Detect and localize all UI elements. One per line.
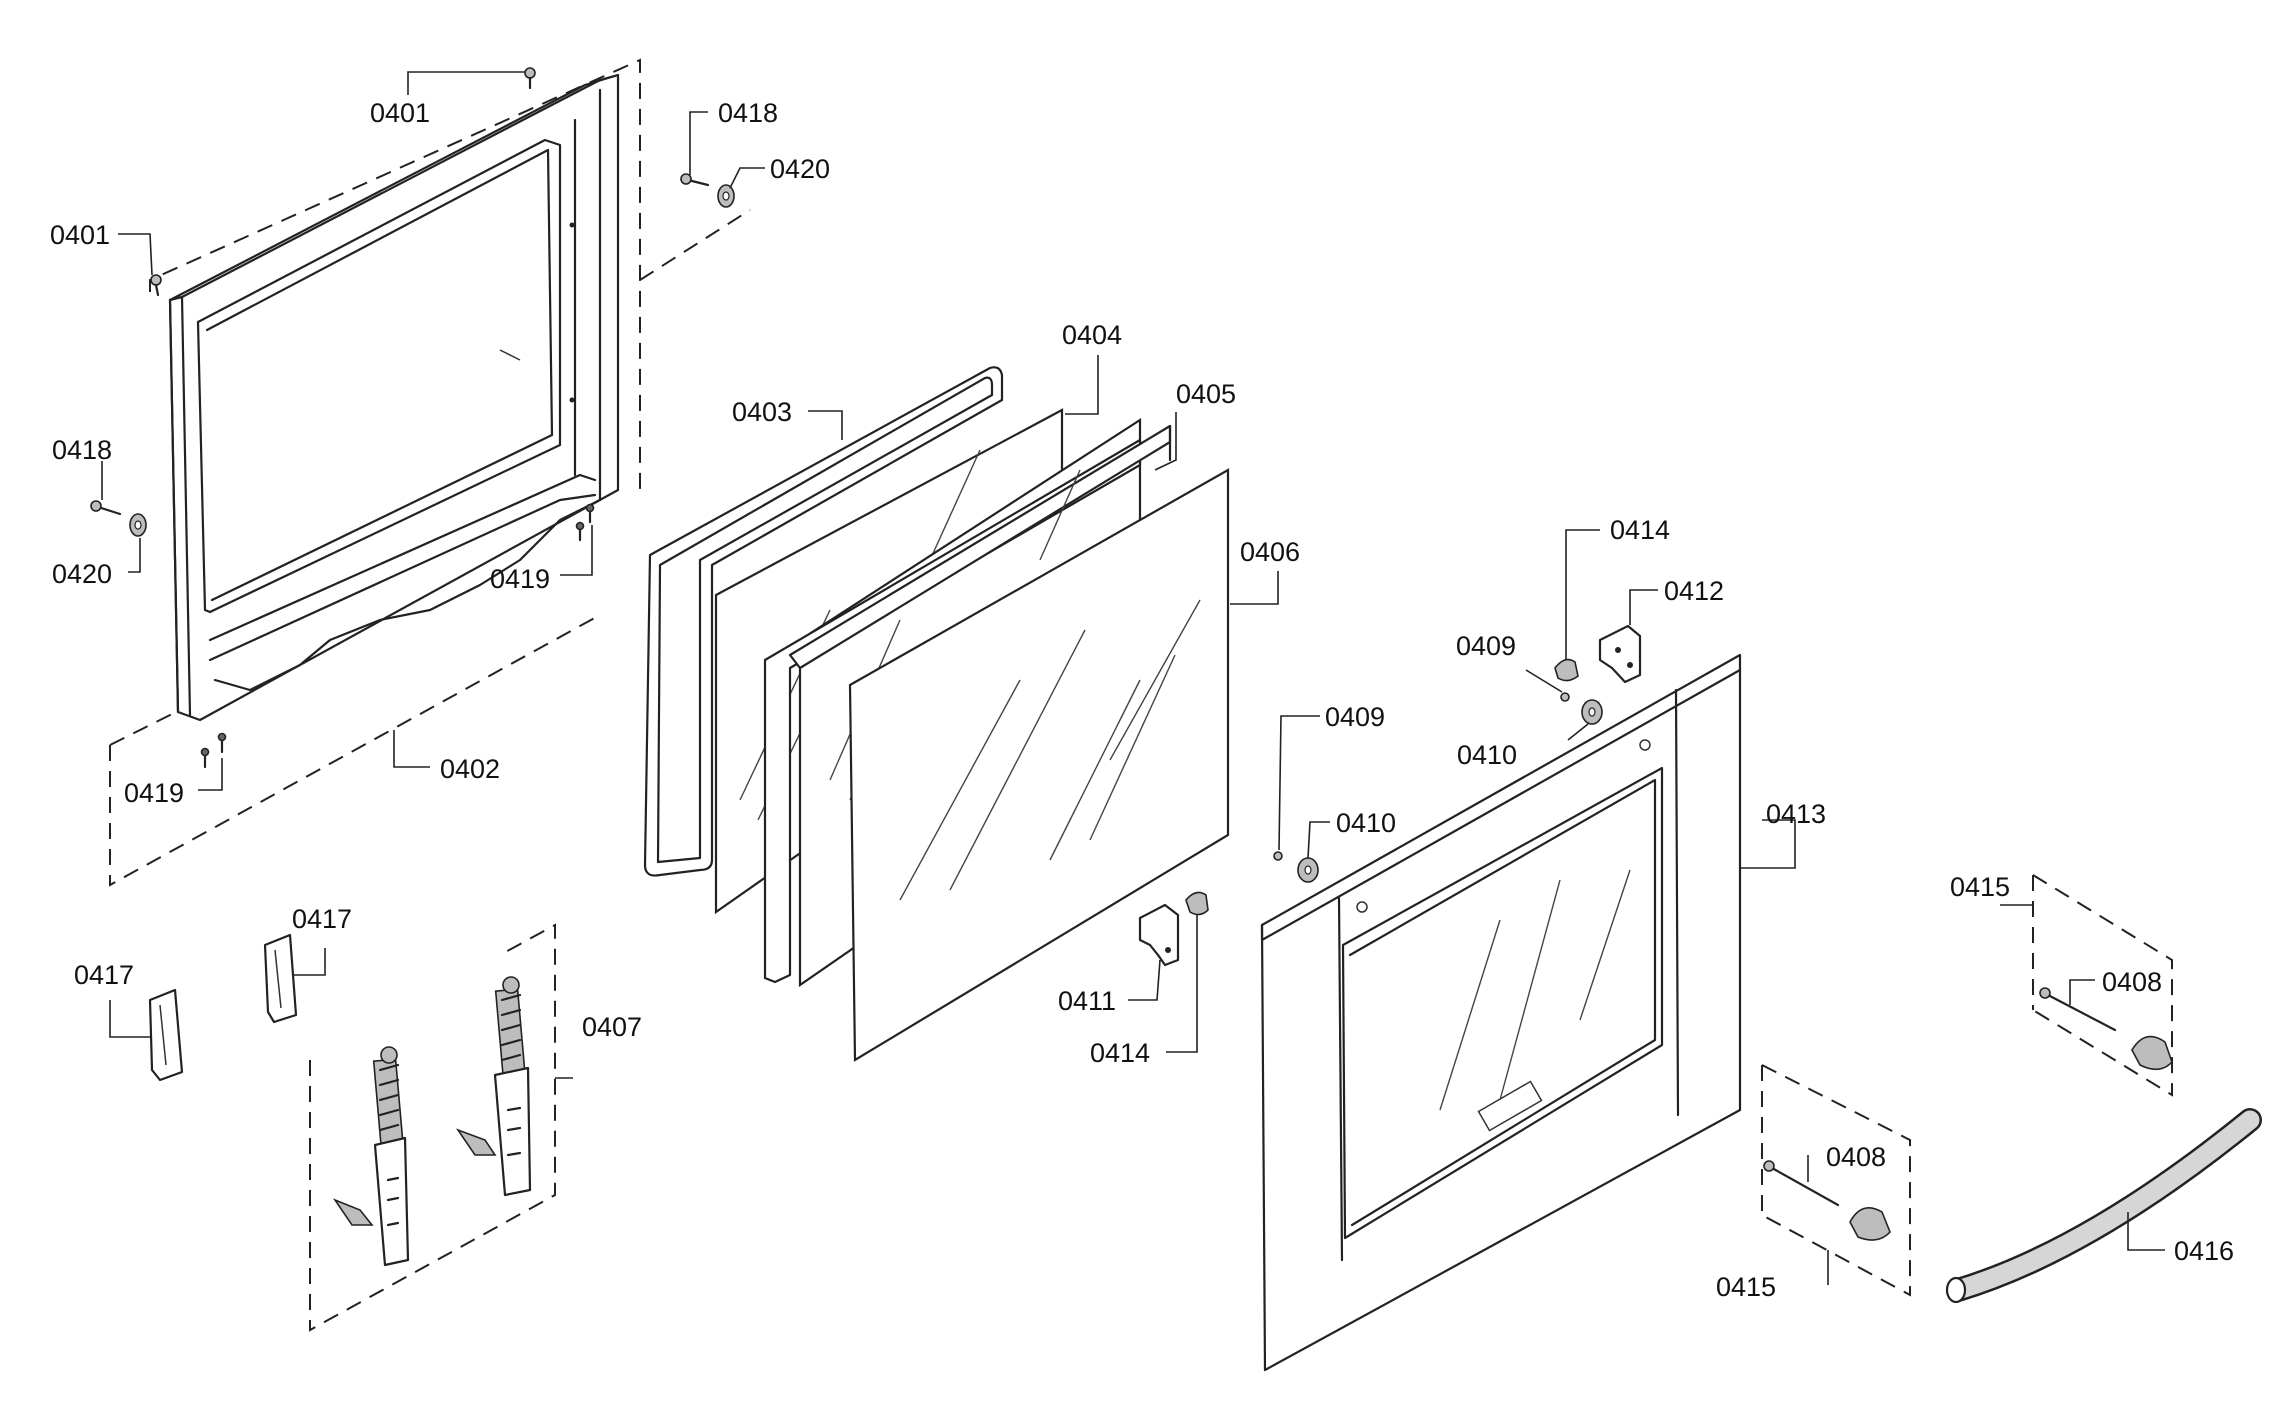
label-0420-left: 0420 xyxy=(52,559,112,589)
label-0414-top: 0414 xyxy=(1610,515,1670,545)
clip-0414-bottom xyxy=(1185,891,1209,916)
clip-0414-top xyxy=(1554,658,1579,682)
clip-0417-right xyxy=(263,933,298,1024)
part-labels: 0401 0401 0418 0420 0418 0420 0419 0419 … xyxy=(50,98,2234,1302)
hinge-right xyxy=(455,976,532,1197)
label-0415-bottom: 0415 xyxy=(1716,1272,1776,1302)
label-0404: 0404 xyxy=(1062,320,1122,350)
glass-pane-0406 xyxy=(848,468,1230,1062)
front-door-panel-0413 xyxy=(1260,653,1742,1372)
handle-mount-0415-top xyxy=(2032,874,2173,1097)
label-0408-bottom: 0408 xyxy=(1826,1142,1886,1172)
bracket-0411 xyxy=(1138,903,1180,967)
screw-washer-0418-0420-top xyxy=(680,173,735,208)
label-0410-mid: 0410 xyxy=(1336,808,1396,838)
inner-door-frame-0402 xyxy=(90,58,751,887)
spacer-0409-0410-top xyxy=(1560,692,1603,725)
screw-washer-0418-0420-left xyxy=(90,500,147,537)
label-0408-top: 0408 xyxy=(2102,967,2162,997)
clip-0417-left xyxy=(148,988,184,1082)
label-0419-right: 0419 xyxy=(490,564,550,594)
handle-bar-0416 xyxy=(1945,1108,2262,1304)
label-0401-top: 0401 xyxy=(370,98,430,128)
screw-0419-right xyxy=(575,503,595,542)
screw-0401-top xyxy=(524,67,536,90)
handle-mount-0415-bottom xyxy=(1761,1064,1911,1297)
label-0417-b: 0417 xyxy=(292,904,352,934)
label-0417-a: 0417 xyxy=(74,960,134,990)
label-0409-mid: 0409 xyxy=(1325,702,1385,732)
label-0419-left: 0419 xyxy=(124,778,184,808)
label-0401-left: 0401 xyxy=(50,220,110,250)
label-0418-left: 0418 xyxy=(52,435,112,465)
label-0403: 0403 xyxy=(732,397,792,427)
label-0418-top: 0418 xyxy=(718,98,778,128)
label-0416: 0416 xyxy=(2174,1236,2234,1266)
label-0409-top: 0409 xyxy=(1456,631,1516,661)
label-0406: 0406 xyxy=(1240,537,1300,567)
leader-lines xyxy=(101,71,2165,1285)
label-0415-top: 0415 xyxy=(1950,872,2010,902)
hinges-0407 xyxy=(309,923,556,1332)
bracket-0412 xyxy=(1598,624,1642,684)
label-0411: 0411 xyxy=(1058,986,1116,1016)
label-0402: 0402 xyxy=(440,754,500,784)
label-0412: 0412 xyxy=(1664,576,1724,606)
gasket-frame-0403 xyxy=(643,366,1004,877)
label-0413: 0413 xyxy=(1766,799,1826,829)
label-0420-top: 0420 xyxy=(770,154,830,184)
label-0414-bottom: 0414 xyxy=(1090,1038,1150,1068)
label-0405: 0405 xyxy=(1176,379,1236,409)
label-0407: 0407 xyxy=(582,1012,642,1042)
screw-0419-left xyxy=(200,732,227,769)
hinge-left xyxy=(332,1046,410,1267)
label-0410-top: 0410 xyxy=(1457,740,1517,770)
spacer-0409-0410-mid xyxy=(1273,851,1319,883)
screw-0401-left xyxy=(150,274,162,297)
